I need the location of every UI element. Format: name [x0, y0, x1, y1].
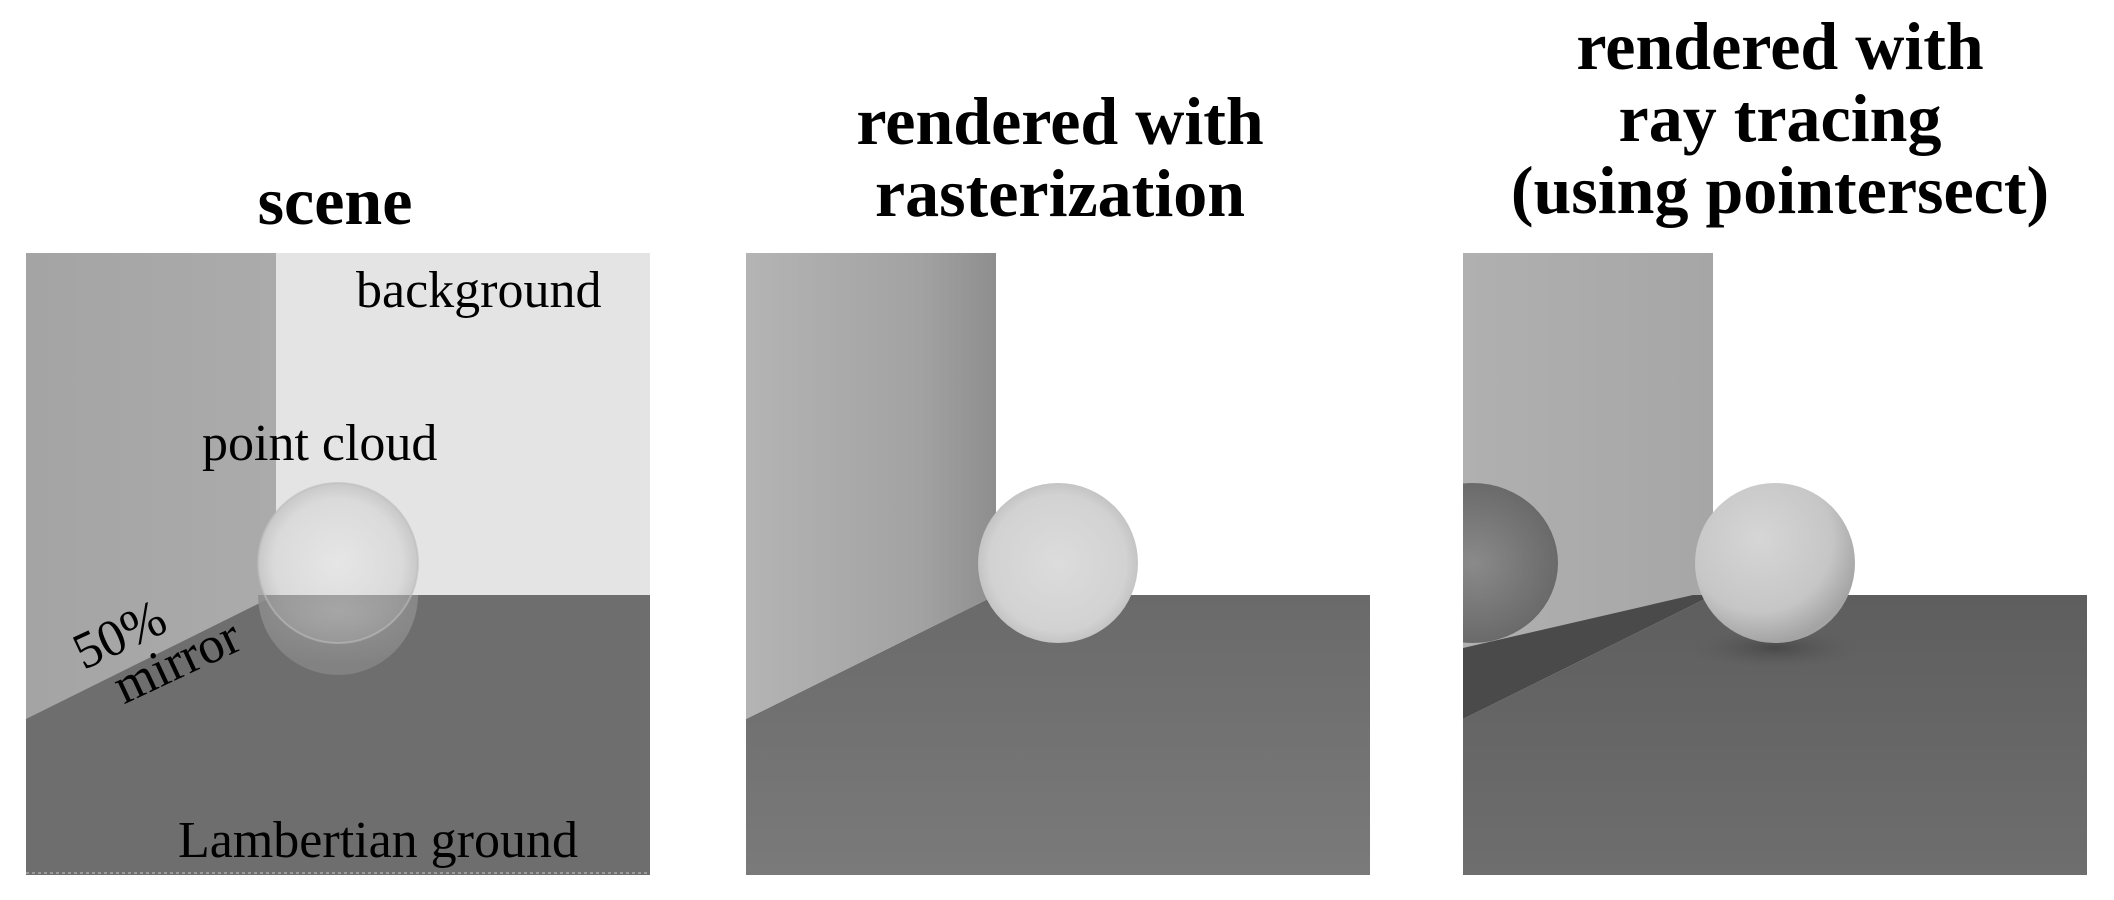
mirror-reflection-sphere [1463, 483, 1558, 643]
title-raster-line2: rasterization [874, 155, 1246, 231]
mirror-wall [746, 253, 996, 719]
label-background: background [356, 262, 602, 319]
rasterization-render [746, 253, 1370, 875]
ray-tracing-panel [1463, 253, 2087, 875]
title-rasterization: rendered with rasterization [740, 85, 1380, 229]
title-ray-line2: ray tracing [1618, 80, 1942, 156]
title-ray-tracing: rendered with ray tracing (using pointer… [1446, 10, 2114, 226]
title-ray-line1: rendered with [1576, 8, 1984, 84]
point-cloud-sphere-lower [258, 595, 418, 675]
title-raster-line1: rendered with [856, 83, 1264, 159]
sphere-shadow [1685, 626, 1865, 670]
title-scene-text: scene [257, 163, 413, 239]
mirror-reflection-ground [1463, 595, 1713, 719]
scene-panel: background point cloud 50% mirror Lamber… [26, 253, 650, 875]
ray-tracing-render [1463, 253, 2087, 875]
rasterization-panel [746, 253, 1370, 875]
title-ray-line3: (using pointersect) [1510, 152, 2050, 228]
mirror-wall [26, 253, 276, 719]
label-ground: Lambertian ground [178, 812, 578, 869]
sphere [978, 483, 1138, 643]
label-point-cloud: point cloud [202, 415, 438, 472]
sphere [1695, 483, 1855, 643]
scene-illustration [26, 253, 650, 875]
ground-plane [1463, 595, 2087, 875]
ground-plane [746, 595, 1370, 875]
title-scene: scene [200, 165, 470, 237]
